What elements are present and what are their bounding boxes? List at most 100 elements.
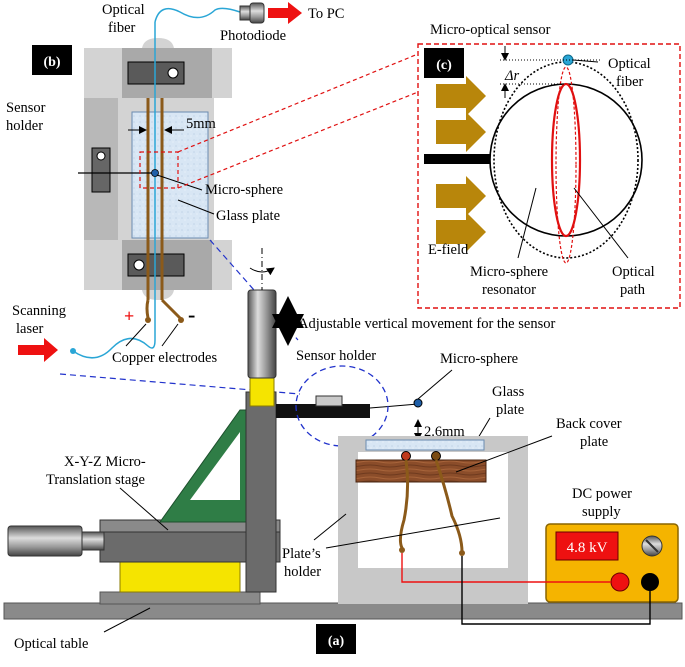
glass-pointer <box>177 199 215 215</box>
top-clamp <box>127 61 185 85</box>
optical-table-surface <box>3 602 683 620</box>
sensor-holder-b-label-2: holder <box>6 118 43 134</box>
photodiode-section: Optical fiber Photodiode To PC <box>102 2 344 44</box>
resonator-label-2: resonator <box>482 282 536 298</box>
optical-path-label-2: path <box>620 282 646 298</box>
deformed-sphere <box>493 61 639 259</box>
sensor-holder-clamp <box>315 395 343 407</box>
lead-neg-a <box>434 459 464 553</box>
positive-terminal[interactable] <box>610 572 630 592</box>
panel-b-tag: (b) <box>43 55 60 70</box>
zoom-box <box>139 151 179 189</box>
electrode-pointer-1 <box>125 323 147 347</box>
dc-power-label-2: supply <box>582 504 621 520</box>
positive-wire <box>401 553 611 583</box>
negative-terminal[interactable] <box>641 573 659 591</box>
panel-a-setup: Optical table (a) Adjustable vertical mo… <box>3 248 683 654</box>
xyz-stage-pointer <box>119 487 169 531</box>
micro-optical-sensor-label: Micro-optical sensor <box>430 22 551 38</box>
optical-path <box>550 82 582 238</box>
sensor-holder-a-label: Sensor holder <box>296 348 376 364</box>
optical-fiber-top-label-1: Optical <box>102 2 145 18</box>
left-terminal <box>145 317 151 323</box>
photodiode-head <box>249 2 265 24</box>
electrode-pointer-2 <box>161 323 179 347</box>
xyz-stage-label-1: X-Y-Z Micro- <box>64 454 146 470</box>
xyz-stage-label-2: Translation stage <box>46 472 145 488</box>
bottom-clamp <box>127 253 185 277</box>
panel-c-tag: (c) <box>436 58 452 73</box>
fiber-from-laser <box>72 337 156 359</box>
glass-a-pointer <box>477 417 491 439</box>
electrode-neg-a <box>431 451 441 461</box>
scanning-laser-label-1: Scanning <box>12 303 66 319</box>
stage-vertical-column <box>245 391 277 593</box>
side-clamp <box>91 147 111 193</box>
top-clamp-screw <box>167 67 179 79</box>
e-field-label: E-field <box>428 242 469 258</box>
c-connector-top <box>177 53 419 153</box>
photodiode-label: Photodiode <box>220 28 286 44</box>
panel-b-tag-box <box>32 45 72 75</box>
optical-table-pointer <box>103 607 151 633</box>
path-pointer <box>573 187 629 259</box>
lead-neg-tip <box>459 550 465 556</box>
glass-plate-a-label-1: Glass <box>492 384 525 400</box>
to-pc-label: To PC <box>308 6 344 22</box>
optical-table-label: Optical table <box>14 636 88 652</box>
electrode-pos-a <box>401 451 411 461</box>
panel-a-tag: (a) <box>328 634 345 649</box>
e-field-arrow-3 <box>436 176 486 216</box>
optical-fiber-top-label-2: fiber <box>108 20 136 36</box>
panel-c-tag-box <box>424 48 464 78</box>
sphere-stem-c <box>424 154 490 164</box>
lead-pos-a <box>398 459 410 549</box>
negative-wire <box>461 556 651 625</box>
stage-base <box>99 591 261 605</box>
micro-sphere-a-label: Micro-sphere <box>440 351 518 367</box>
plates-holder-label-1: Plate’s <box>282 546 321 562</box>
stage-knob-connector <box>79 531 105 551</box>
laser-electrode-section: Scanning laser + - Copper electrodes <box>12 298 217 366</box>
bottom-clamp-screw <box>133 259 145 271</box>
micro-sphere-a <box>413 398 423 408</box>
back-cover-label-1: Back cover <box>556 416 622 432</box>
optical-path-deformed <box>555 66 577 264</box>
voltage-readout: 4.8 kV <box>567 540 608 556</box>
laser-arrow <box>18 338 58 362</box>
photodiode-body <box>239 5 251 21</box>
right-lead <box>160 298 182 320</box>
plates-holder-label-2: holder <box>284 564 321 580</box>
micro-sphere-b <box>151 169 159 177</box>
optical-fiber-c-label-2: fiber <box>616 74 644 90</box>
delta-r-label: Δr <box>504 68 520 84</box>
copper-electrodes-label: Copper electrodes <box>112 350 217 366</box>
back-cover-pointer <box>455 435 553 473</box>
back-cover-plate <box>355 459 487 483</box>
right-terminal <box>178 317 184 323</box>
plates-holder-pointer-1 <box>313 513 347 541</box>
back-cover-label-2: plate <box>580 434 608 450</box>
fiber-to-photodiode <box>154 7 241 23</box>
fiber-c-pointer <box>572 59 599 63</box>
stage-micrometer-x <box>7 525 83 557</box>
glass-plate-a <box>365 439 485 451</box>
stage-yellow-upper <box>249 377 275 407</box>
lead-pos-tip <box>399 547 405 553</box>
five-mm-label: 5mm <box>186 116 217 132</box>
scanning-laser-label-2: laser <box>16 321 44 337</box>
panel-b-sensor-holder: (b) 5mm Micro-sphere Glass plate <box>6 22 283 340</box>
stage-yellow-lower <box>119 561 241 593</box>
glass-plate-a-label-2: plate <box>496 402 524 418</box>
rotation-arrow <box>249 267 275 276</box>
voltage-display <box>555 531 619 561</box>
resonator-pointer <box>517 187 537 259</box>
plus-sign: + <box>124 306 134 326</box>
panel-a-tag-box <box>316 624 356 654</box>
knob-indicator <box>645 539 659 553</box>
sensor-stem-a <box>369 403 419 409</box>
optical-path-label-1: Optical <box>612 264 655 280</box>
e-field-arrow-4 <box>436 212 486 252</box>
sphere-a-pointer <box>417 369 453 400</box>
